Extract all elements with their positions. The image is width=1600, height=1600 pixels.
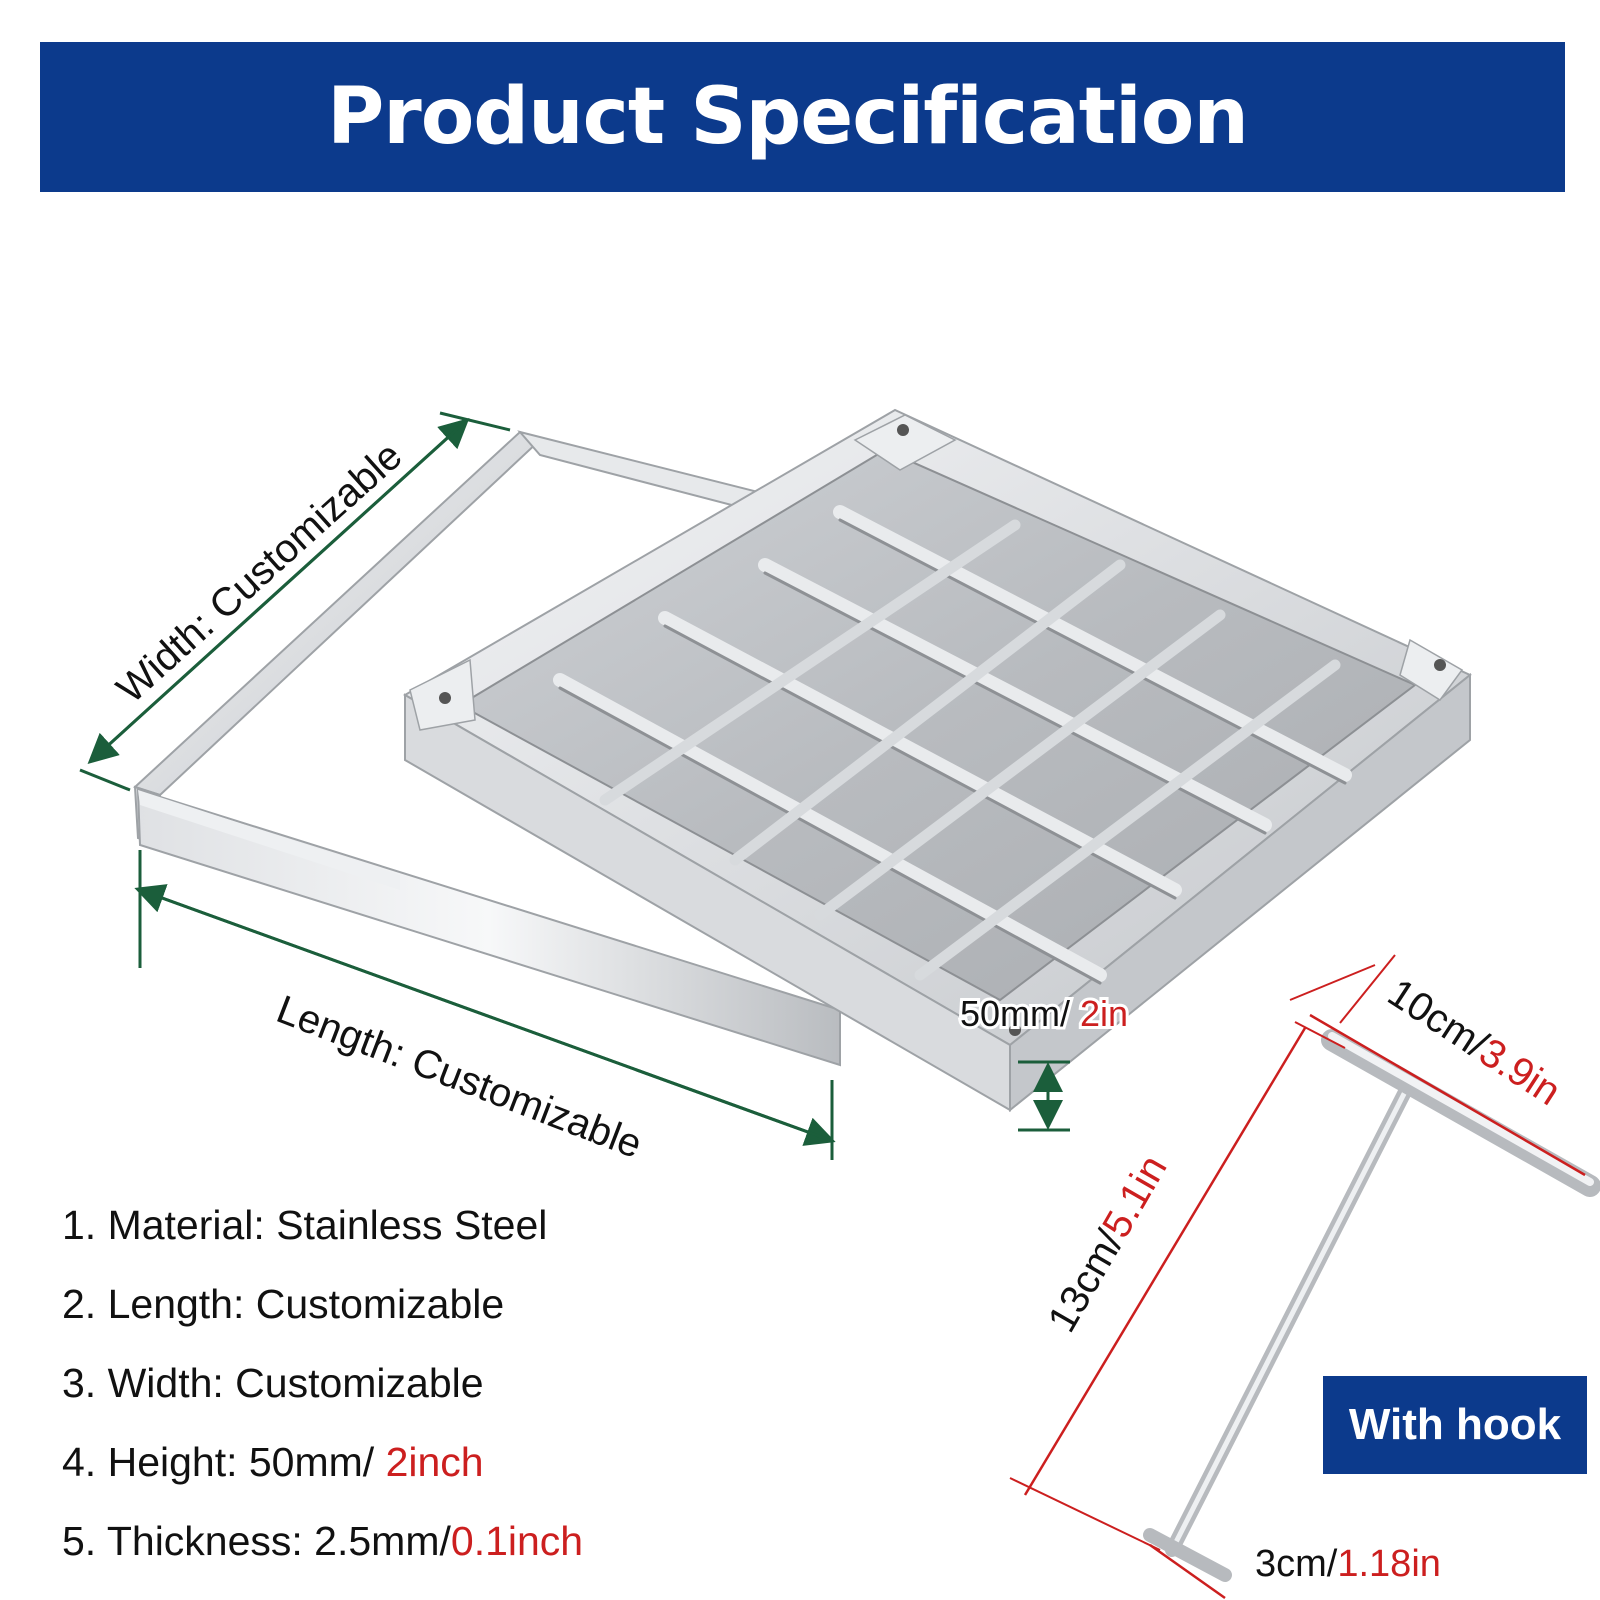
grating-cover-illustration: [403, 408, 1472, 1113]
spec-item-width: 3. Width: Customizable: [62, 1358, 583, 1437]
hook-foot-imperial: 1.18in: [1337, 1543, 1441, 1585]
hook-width-value: 10cm/: [1380, 971, 1496, 1068]
spec-item-thickness: 5. Thickness: 2.5mm/0.1inch: [62, 1516, 583, 1595]
hook-length-imperial: 5.1in: [1094, 1148, 1175, 1245]
hook-length-dimension: 13cm/5.1in: [1009, 1021, 1346, 1551]
spec-list: 1. Material: Stainless Steel 2. Length: …: [62, 1200, 583, 1595]
hook-length-value: 13cm/: [1040, 1222, 1133, 1339]
page-title: Product Specification: [327, 72, 1249, 162]
spec-text: 3. Width: Customizable: [62, 1360, 484, 1406]
hook-foot-value: 3cm/: [1255, 1543, 1338, 1585]
hook-length-label: 13cm/5.1in: [1040, 1148, 1176, 1339]
t-hook-illustration: [1143, 1029, 1600, 1582]
spec-item-length: 2. Length: Customizable: [62, 1279, 583, 1358]
spec-text: 4. Height: 50mm/: [62, 1439, 386, 1485]
spec-item-material: 1. Material: Stainless Steel: [62, 1200, 583, 1279]
spec-highlight: 0.1inch: [450, 1518, 584, 1564]
hook-foot-dimension: 3cm/1.18in: [1149, 1543, 1441, 1600]
spec-text: 5. Thickness: 2.5mm/: [62, 1518, 451, 1564]
spec-text: 1. Material: Stainless Steel: [62, 1202, 548, 1248]
width-label: Width: Customizable: [109, 434, 411, 712]
height-imperial: 2in: [1080, 993, 1128, 1034]
height-value: 50mm/: [960, 993, 1080, 1034]
height-dimension: 50mm/ 2in: [957, 990, 1131, 1132]
frame-illustration: [133, 430, 841, 1067]
spec-item-height: 4. Height: 50mm/ 2inch: [62, 1437, 583, 1516]
length-label: Length: Customizable: [271, 987, 648, 1167]
spec-highlight: 2inch: [385, 1439, 484, 1485]
spec-text: 2. Length: Customizable: [62, 1281, 505, 1327]
header-banner: Product Specification: [40, 42, 1565, 192]
with-hook-badge: With hook: [1323, 1376, 1587, 1474]
hook-foot-label: 3cm/1.18in: [1255, 1543, 1441, 1585]
hook-width-dimension: 10cm/3.9in: [1289, 954, 1586, 1177]
height-label: 50mm/ 2in: [960, 993, 1128, 1034]
